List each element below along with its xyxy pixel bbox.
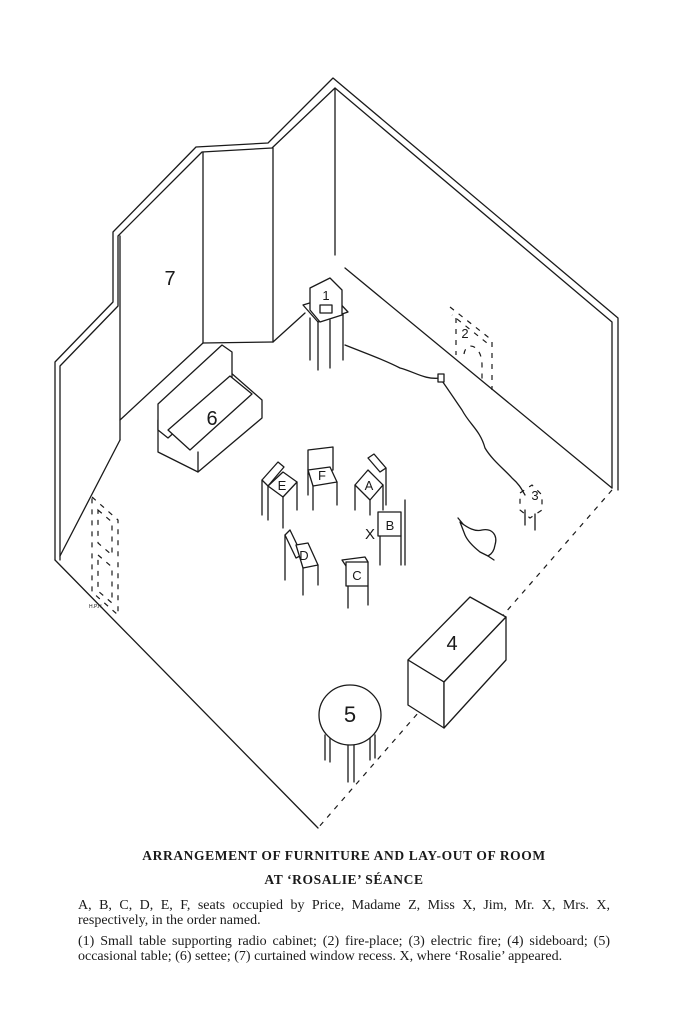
caption-seats: A, B, C, D, E, F, seats occupied by Pric… — [78, 898, 610, 928]
label-chair-c: C — [352, 568, 361, 583]
chair-b: B — [377, 499, 406, 566]
label-window-recess: 7 — [164, 268, 175, 290]
chair-a: A — [354, 453, 387, 516]
apparition-mark: X — [365, 526, 375, 543]
settee: 6 — [157, 344, 263, 473]
label-electric-fire: 3 — [531, 488, 538, 503]
sideboard: 4 — [407, 596, 507, 729]
label-chair-f: F — [318, 468, 326, 483]
label-chair-b: B — [386, 518, 395, 533]
electric-fire: 3 — [519, 484, 543, 531]
label-fireplace: 2 — [461, 326, 468, 341]
label-occasional-table: 5 — [344, 702, 356, 727]
figure-title: ARRANGEMENT OF FURNITURE AND LAY-OUT OF … — [78, 844, 610, 892]
artist-initials: H.P.H. — [89, 604, 103, 610]
label-chair-a: A — [365, 478, 374, 493]
room-layout-diagram: H.P.H. 7 6 1 2 3 E — [54, 77, 619, 829]
chair-c: C — [341, 556, 369, 609]
chair-d: D — [284, 529, 319, 596]
occasional-table: 5 — [318, 684, 382, 783]
label-settee: 6 — [206, 408, 217, 430]
radio-wire — [344, 344, 526, 496]
label-chair-d: D — [299, 548, 308, 563]
fireplace: 2 — [449, 306, 493, 390]
chair-f: F — [307, 446, 338, 511]
figure-title-line1: ARRANGEMENT OF FURNITURE AND LAY-OUT OF … — [142, 848, 546, 863]
door — [91, 495, 119, 617]
label-chair-e: E — [278, 478, 287, 493]
wall-socket — [437, 373, 445, 383]
caption-legend: (1) Small table supporting radio cabinet… — [78, 934, 610, 964]
chair-e: E — [261, 461, 298, 529]
label-sideboard: 4 — [446, 633, 457, 655]
dog-drawing — [457, 517, 497, 561]
radio-table: 1 — [302, 277, 349, 371]
figure-title-line2: AT ‘ROSALIE’ SÉANCE — [264, 872, 424, 887]
label-radio-table: 1 — [322, 288, 329, 303]
